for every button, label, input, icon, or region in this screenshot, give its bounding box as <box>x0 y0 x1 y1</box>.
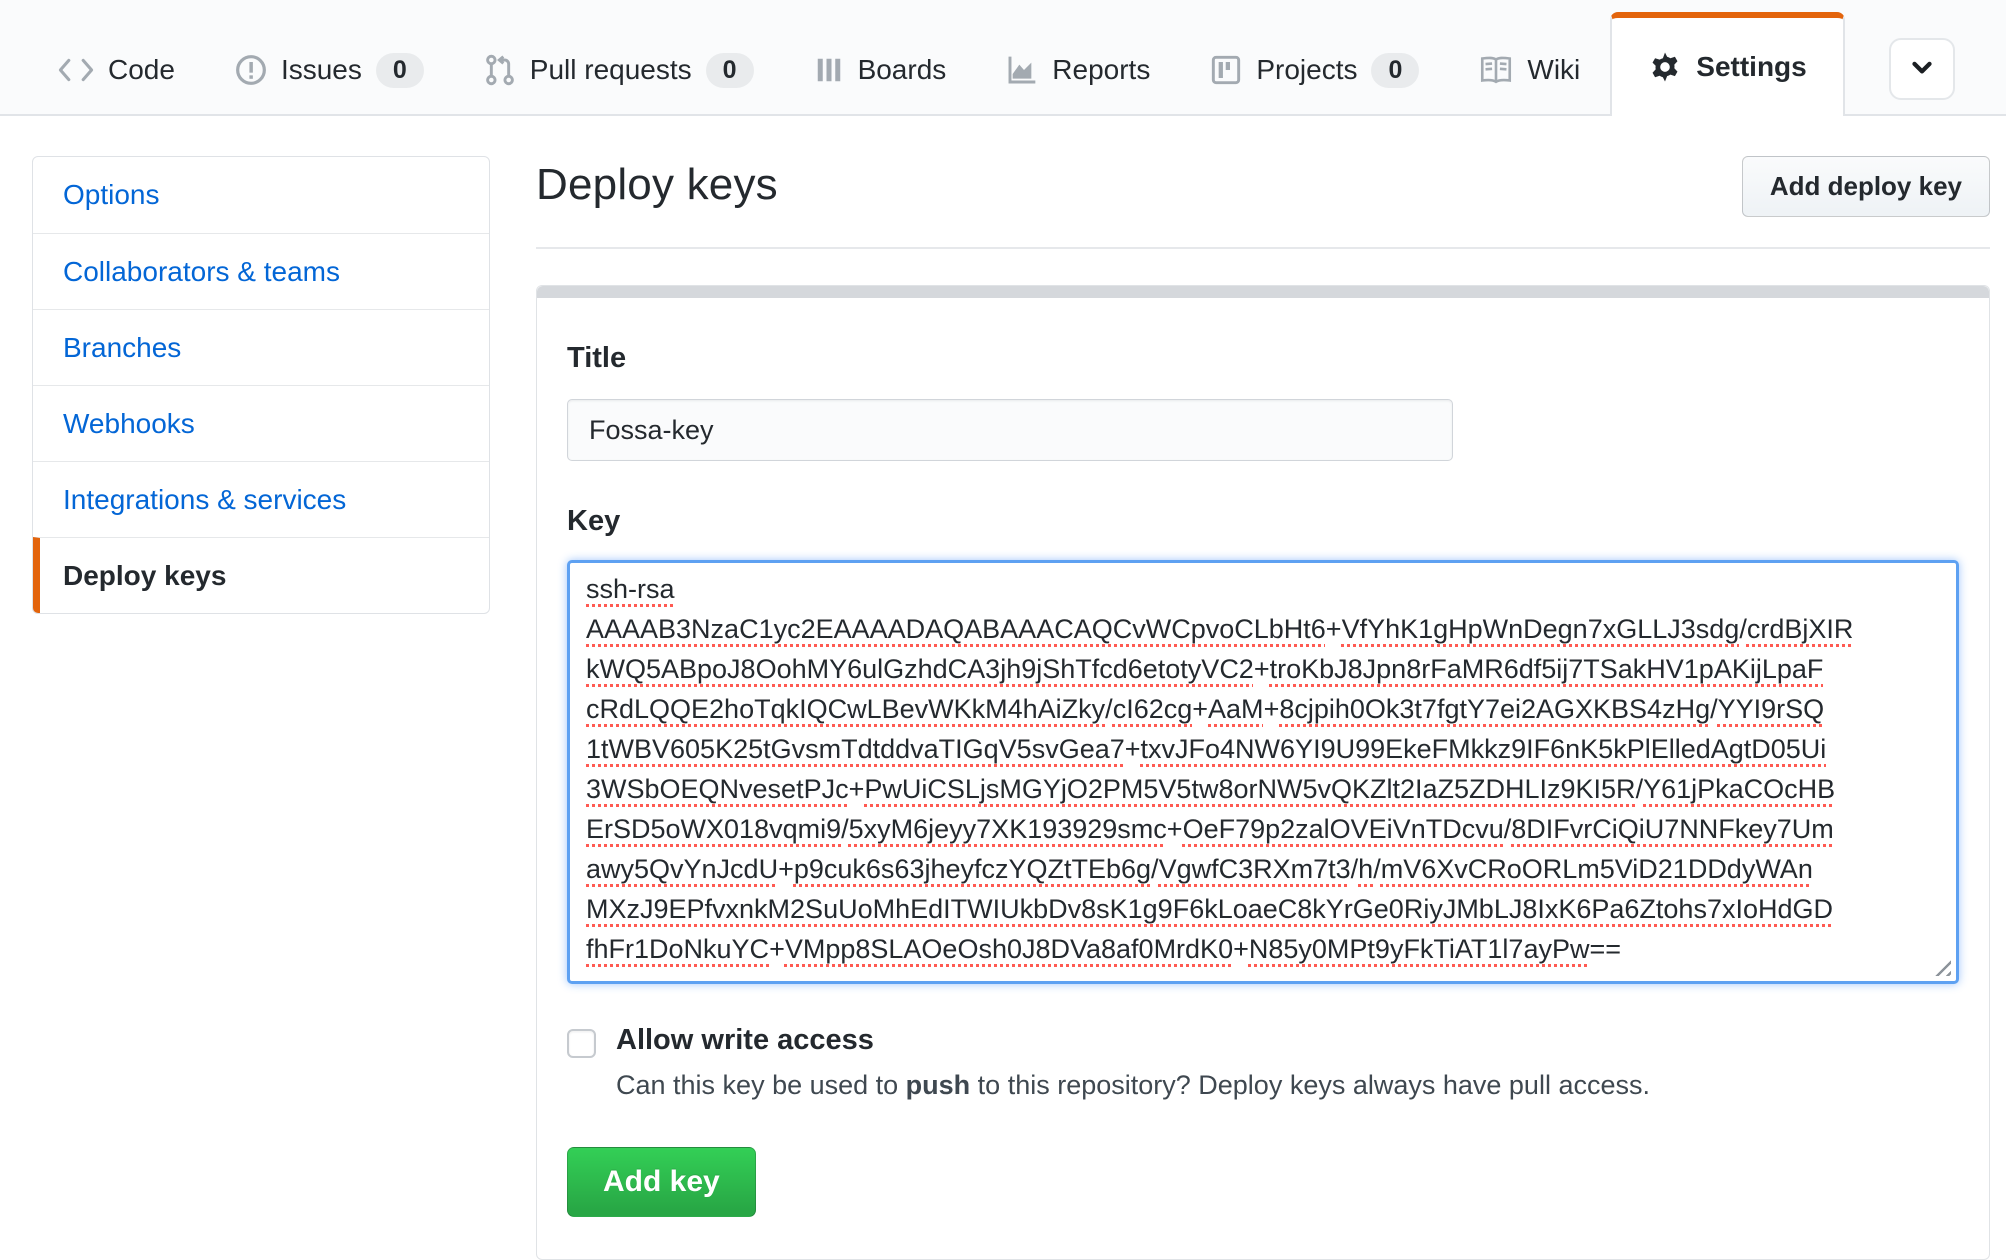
sidebar-item-label: Deploy keys <box>63 559 227 591</box>
title-label: Title <box>567 342 627 374</box>
sidebar-item-label: Integrations & services <box>63 483 347 515</box>
pull-request-icon <box>484 54 516 86</box>
title-input[interactable] <box>567 399 1453 461</box>
tab-label: Code <box>108 54 175 85</box>
add-deploy-key-button[interactable]: Add deploy key <box>1741 156 1990 217</box>
gear-icon <box>1648 50 1682 84</box>
allow-write-label: Allow write access <box>616 1024 874 1056</box>
main-header: Deploy keys Add deploy key <box>536 156 1990 217</box>
key-line: 3WSbOEQNvesetPJc+PwUiCSLjsMGYjO2PM5V5tw8… <box>586 774 1836 804</box>
nav-overflow-button[interactable] <box>1888 38 1955 100</box>
tab-label: Settings <box>1696 51 1807 82</box>
key-label: Key <box>567 505 621 537</box>
sidebar-item-collaborators-teams[interactable]: Collaborators & teams <box>33 233 489 309</box>
tab-wiki[interactable]: Wiki <box>1449 26 1610 114</box>
allow-write-row: Allow write access <box>567 1024 1959 1058</box>
header-divider <box>536 247 1990 249</box>
tab-pull-requests[interactable]: Pull requests 0 <box>454 26 784 114</box>
sidebar-item-label: Branches <box>63 331 182 363</box>
sidebar-item-branches[interactable]: Branches <box>33 309 489 385</box>
tab-code[interactable]: Code <box>28 26 205 114</box>
key-line: kWQ5ABpoJ8OohMY6ulGzhdCA3jh9jShTfcd6etot… <box>586 654 1824 684</box>
sidebar-item-label: Webhooks <box>63 407 195 439</box>
boards-icon <box>814 55 844 85</box>
count-badge: 0 <box>375 52 424 88</box>
sidebar-item-webhooks[interactable]: Webhooks <box>33 385 489 461</box>
page-title: Deploy keys <box>536 160 778 209</box>
tab-label: Reports <box>1052 54 1151 85</box>
panel-body: Title Key ssh-rsaAAAAB3NzaC1yc2EAAAADAQA… <box>537 298 1989 1259</box>
tab-issues[interactable]: Issues 0 <box>205 26 454 114</box>
tab-boards[interactable]: Boards <box>784 26 977 114</box>
key-line: ssh-rsa <box>586 574 675 604</box>
key-line: AAAAB3NzaC1yc2EAAAADAQABAAACAQCvWCpvoCLb… <box>586 614 1854 644</box>
issue-icon <box>235 54 267 86</box>
reports-icon <box>1006 54 1038 86</box>
sidebar-item-options[interactable]: Options <box>33 157 489 233</box>
add-key-button[interactable]: Add key <box>567 1147 756 1217</box>
allow-write-description: Can this key be used to push to this rep… <box>616 1070 1959 1101</box>
panel-top-bar <box>537 286 1989 298</box>
count-badge: 0 <box>1371 52 1420 88</box>
key-line: ErSD5oWX018vqmi9/5xyM6jeyy7XK193929smc+O… <box>586 814 1834 844</box>
tab-label: Wiki <box>1527 54 1581 85</box>
tab-label: Pull requests <box>529 54 692 85</box>
allow-write-checkbox[interactable] <box>567 1029 596 1058</box>
code-icon <box>58 58 94 82</box>
wiki-icon <box>1479 55 1513 85</box>
repo-header: Code Issues 0 Pull requests 0 Boards Reports Pr… <box>0 0 2006 116</box>
tab-label: Projects <box>1256 54 1358 85</box>
key-line: MXzJ9EPfvxnkM2SuUoMhEdITWIUkbDv8sK1g9F6k… <box>586 894 1833 924</box>
count-badge: 0 <box>705 52 754 88</box>
chevron-down-icon <box>1907 52 1937 87</box>
key-line: cRdLQQE2hoTqkIQCwLBevWKkM4hAiZky/cI62cg+… <box>586 694 1825 724</box>
projects-icon <box>1210 54 1242 86</box>
tab-reports[interactable]: Reports <box>976 26 1180 114</box>
key-line: fhFr1DoNkuYC+VMpp8SLAOeOsh0J8DVa8af0MrdK… <box>586 934 1622 964</box>
key-line: 1tWBV605K25tGvsmTdtddvaTIGqV5svGea7+txvJ… <box>586 734 1827 764</box>
tab-label: Issues <box>280 54 362 85</box>
allow-write-desc-push: push <box>905 1070 971 1100</box>
sidebar-item-label: Collaborators & teams <box>63 255 341 287</box>
allow-write-desc-suffix: to this repository? Deploy keys always h… <box>970 1070 1650 1100</box>
repo-nav: Code Issues 0 Pull requests 0 Boards Reports Pr… <box>28 12 1845 116</box>
sidebar-item-integrations-services[interactable]: Integrations & services <box>33 461 489 537</box>
tab-label: Boards <box>857 54 947 85</box>
deploy-key-form-panel: Title Key ssh-rsaAAAAB3NzaC1yc2EAAAADAQA… <box>536 285 1990 1260</box>
sidebar-item-deploy-keys[interactable]: Deploy keys <box>33 537 489 613</box>
key-line: awy5QvYnJcdU+p9cuk6s63jheyfczYQZtTEb6g/V… <box>586 854 1813 884</box>
allow-write-desc-prefix: Can this key be used to <box>616 1070 906 1100</box>
main-panel: Deploy keys Add deploy key Title Key ssh… <box>536 156 1990 1260</box>
tab-projects[interactable]: Projects 0 <box>1180 26 1449 114</box>
tab-settings[interactable]: Settings <box>1610 12 1845 116</box>
sidebar-item-label: Options <box>63 179 160 210</box>
